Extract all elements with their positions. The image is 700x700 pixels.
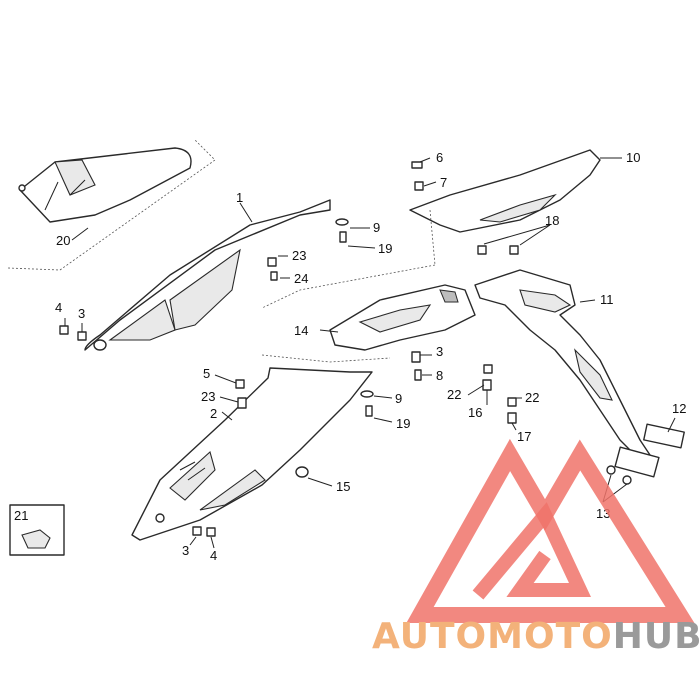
callout-16: 16 bbox=[468, 405, 482, 420]
callout-9: 9 bbox=[395, 391, 402, 406]
callout-3: 3 bbox=[78, 306, 85, 321]
callout-14: 14 bbox=[294, 323, 308, 338]
svg-text:AUTOMOTOHUB: AUTOMOTOHUB bbox=[372, 616, 700, 657]
fasteners bbox=[59, 161, 632, 537]
callout-24: 24 bbox=[294, 271, 308, 286]
plate-holder bbox=[614, 446, 660, 478]
part-1-left-fairing bbox=[84, 199, 331, 351]
part-12-reflector bbox=[643, 423, 685, 449]
callout-11: 11 bbox=[600, 292, 614, 307]
part-20-seat bbox=[7, 139, 216, 271]
part-14-undertray bbox=[329, 284, 476, 351]
callout-6: 6 bbox=[436, 150, 443, 165]
callout-20: 20 bbox=[56, 233, 70, 248]
callout-23: 23 bbox=[201, 389, 215, 404]
callout-labels: 1 2 3 3 3 4 4 5 6 7 8 9 9 10 11 12 13 14… bbox=[14, 150, 686, 563]
callout-4: 4 bbox=[55, 300, 62, 315]
callout-22: 22 bbox=[447, 387, 461, 402]
callout-7: 7 bbox=[440, 175, 447, 190]
callout-8: 8 bbox=[436, 368, 443, 383]
callout-1: 1 bbox=[236, 190, 243, 205]
callout-4: 4 bbox=[210, 548, 217, 563]
part-2-right-fairing bbox=[131, 367, 373, 541]
part-21-inset bbox=[9, 504, 65, 556]
callout-22: 22 bbox=[525, 390, 539, 405]
callout-17: 17 bbox=[517, 429, 531, 444]
alignment-lines bbox=[261, 209, 436, 363]
callout-15: 15 bbox=[336, 479, 350, 494]
leader-lines bbox=[64, 157, 676, 549]
callout-12: 12 bbox=[672, 401, 686, 416]
part-10-tail-cover bbox=[409, 149, 601, 233]
callout-18: 18 bbox=[545, 213, 559, 228]
callout-10: 10 bbox=[626, 150, 640, 165]
callout-9: 9 bbox=[373, 220, 380, 235]
watermark-brand-part2: HUB bbox=[613, 616, 700, 657]
callout-19: 19 bbox=[378, 241, 392, 256]
callout-5: 5 bbox=[203, 366, 210, 381]
part-11-plate-bracket bbox=[474, 269, 651, 461]
callout-3: 3 bbox=[182, 543, 189, 558]
callout-2: 2 bbox=[210, 406, 217, 421]
automotohub-watermark-logo: AUTOMOTOHUB bbox=[372, 438, 700, 657]
callout-21: 21 bbox=[14, 508, 28, 523]
callout-3: 3 bbox=[436, 344, 443, 359]
callout-23: 23 bbox=[292, 248, 306, 263]
watermark-brand-part1: AUTOMOTO bbox=[372, 616, 613, 657]
callout-19: 19 bbox=[396, 416, 410, 431]
